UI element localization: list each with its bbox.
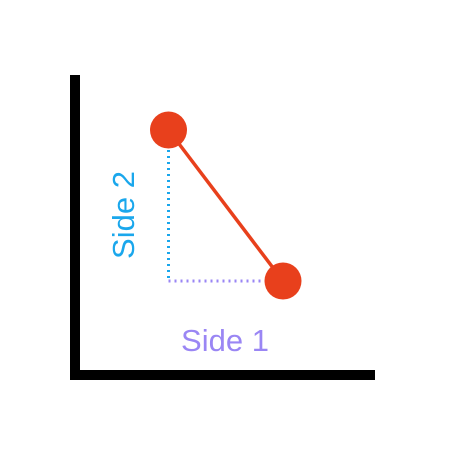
side-2-label: Side 2 — [106, 171, 141, 259]
axes — [70, 75, 375, 380]
point-bottom — [264, 262, 302, 300]
hypotenuse-segment — [167, 128, 285, 283]
side-1-label: Side 1 — [181, 323, 269, 358]
point-top — [150, 111, 187, 149]
